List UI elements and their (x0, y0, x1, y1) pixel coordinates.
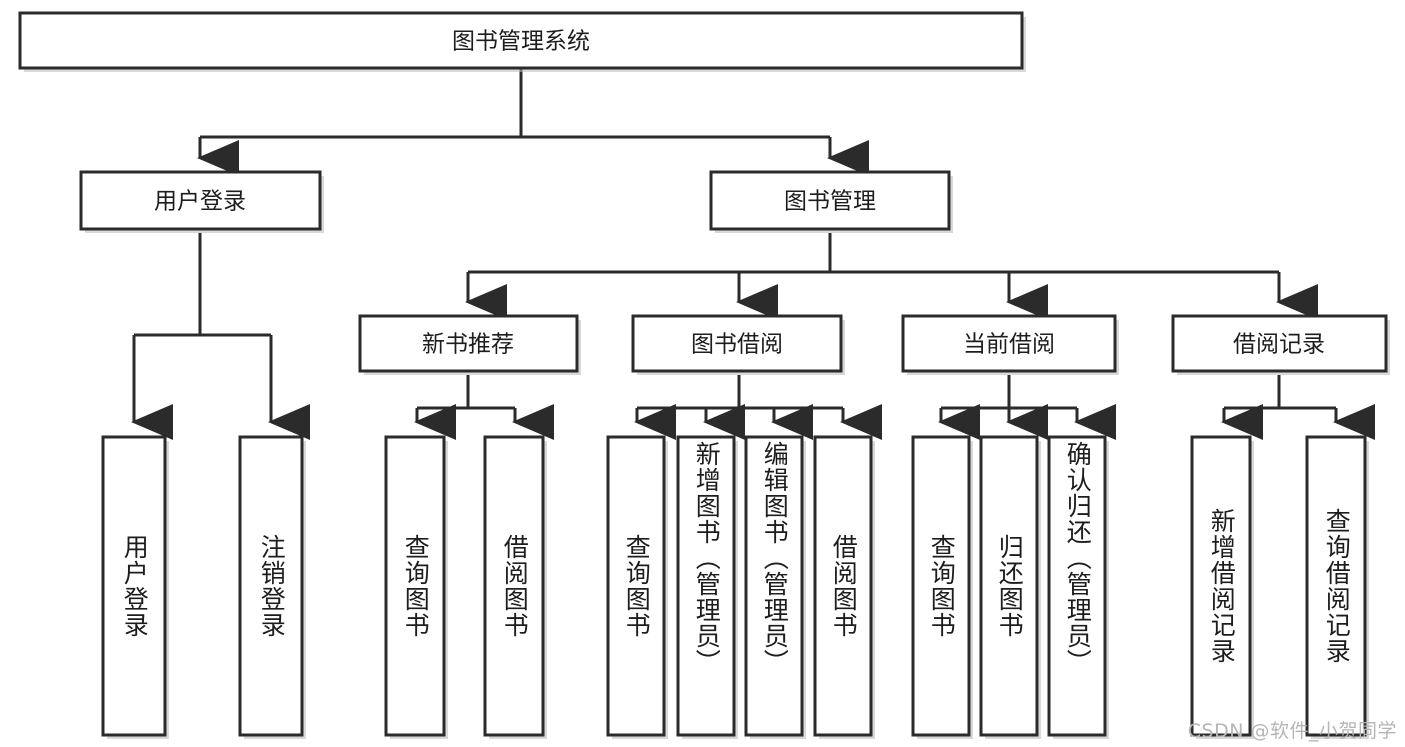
csdn-watermark: CSDN @软件_小贺同学 (1187, 720, 1397, 742)
leaf-confirm-return-box[interactable] (1047, 435, 1107, 737)
leaf-query-book-2-box[interactable] (606, 435, 666, 737)
node-layer (18, 11, 1390, 739)
leaf-user-logout-box[interactable] (238, 435, 304, 737)
horizontal-label-layer: 图书管理系统 用户登录 图书管理 新书推荐 图书借阅 当前借阅 借阅记录 (154, 29, 1325, 358)
book-manage-node-label: 图书管理 (784, 189, 876, 215)
leaf-borrow-book-2-box[interactable] (813, 435, 873, 737)
book-borrow-node-box[interactable] (631, 314, 843, 373)
user-login-node-box[interactable] (79, 170, 322, 231)
new-book-recommend-node-box[interactable] (358, 314, 579, 373)
leaf-return-book-box[interactable] (979, 435, 1039, 737)
borrow-record-node-label: 借阅记录 (1233, 332, 1325, 358)
leaf-query-book-1-box[interactable] (384, 435, 446, 737)
leaf-query-book-3-box[interactable] (911, 435, 971, 737)
leaf-borrow-book-1-box[interactable] (483, 435, 545, 737)
leaf-add-record-box[interactable] (1190, 435, 1252, 737)
book-manage-node-box[interactable] (709, 170, 951, 231)
borrow-record-node-box[interactable] (1171, 314, 1388, 373)
new-book-recommend-node-label: 新书推荐 (422, 332, 514, 358)
leaf-edit-book-box[interactable] (744, 435, 804, 737)
root-node-box[interactable] (18, 11, 1024, 70)
current-borrow-node-box[interactable] (901, 314, 1117, 373)
connector-layer (131, 68, 1375, 440)
book-borrow-node-label: 图书借阅 (691, 332, 783, 358)
leaf-add-book-box[interactable] (676, 435, 736, 737)
user-login-node-label: 用户登录 (154, 189, 246, 215)
leaf-query-record-box[interactable] (1305, 435, 1367, 737)
root-node-label: 图书管理系统 (452, 29, 590, 55)
leaf-user-login-box[interactable] (101, 435, 167, 737)
current-borrow-node-label: 当前借阅 (963, 332, 1055, 358)
